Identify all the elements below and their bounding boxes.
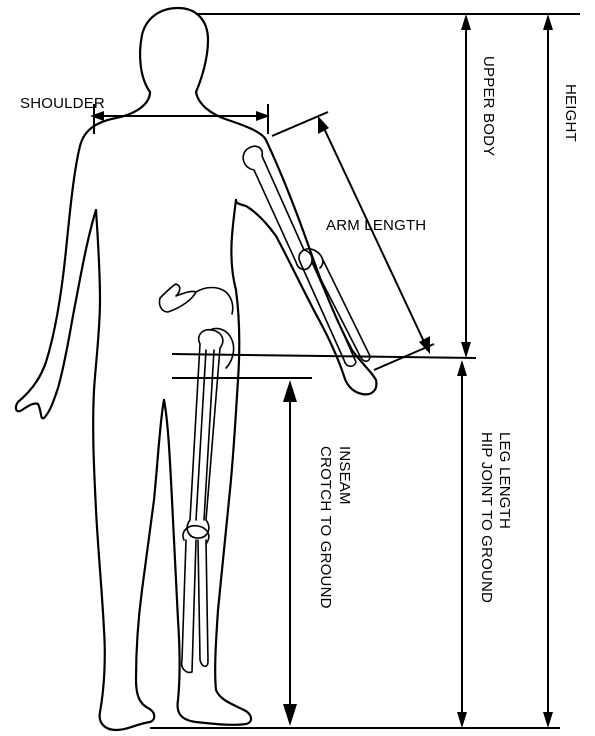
- inseam-label-line1: INSEAM: [336, 446, 353, 505]
- inseam-label-line2: CROTCH TO GROUND: [317, 446, 334, 609]
- upper-body-label: UPPER BODY: [480, 56, 497, 156]
- shoulder-label: SHOULDER: [20, 95, 105, 112]
- leg-length-label-line1: LEG LENGTH: [496, 432, 513, 529]
- arm-length-label: ARM LENGTH: [326, 217, 426, 234]
- height-label: HEIGHT: [562, 84, 579, 142]
- leg-length-label-line2: HIP JOINT TO GROUND: [478, 432, 495, 603]
